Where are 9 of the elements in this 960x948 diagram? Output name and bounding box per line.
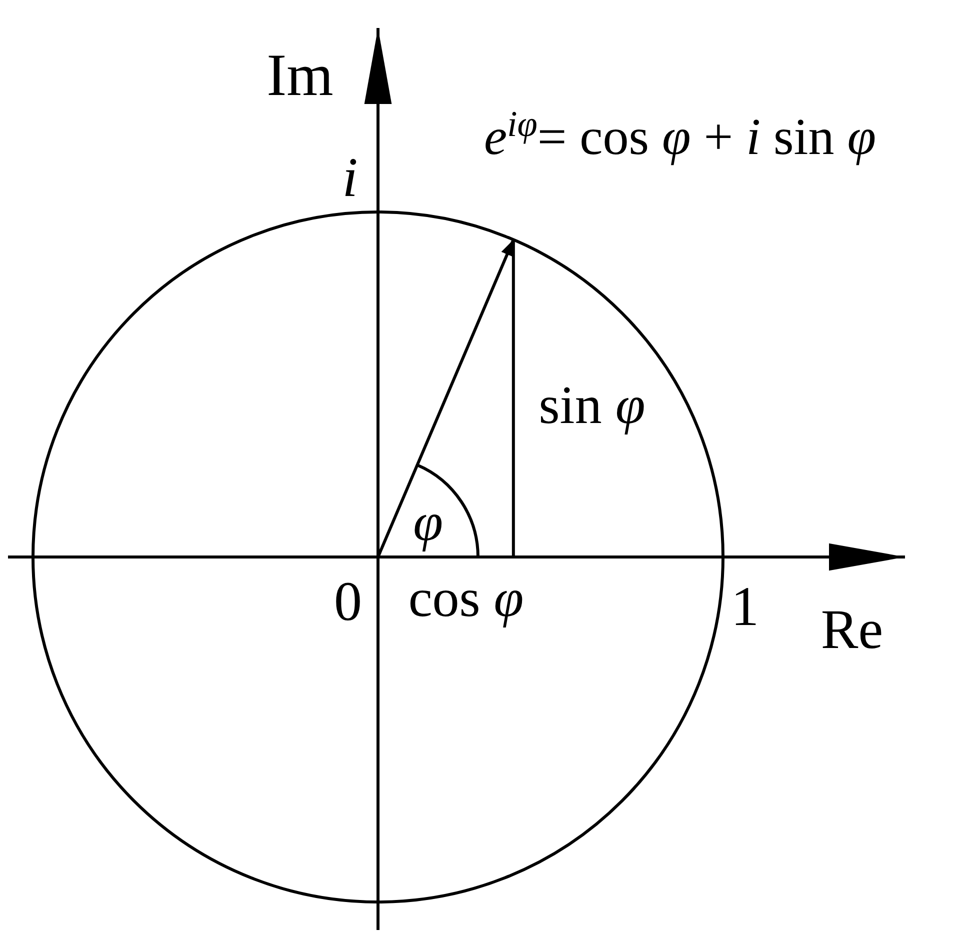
axis-label: Im [266,45,334,105]
origin-label: 0 [334,574,362,630]
axis-label: i [342,150,358,206]
cosine-label: cos φ [408,571,524,625]
axis-label: Re [820,602,884,658]
angle-label: φ [413,495,443,549]
sine-label: sin φ [538,378,646,432]
euler-formula: e$^{iφ}$= cos φ + i sin φ [484,106,876,164]
tick-label: 1 [731,579,759,635]
